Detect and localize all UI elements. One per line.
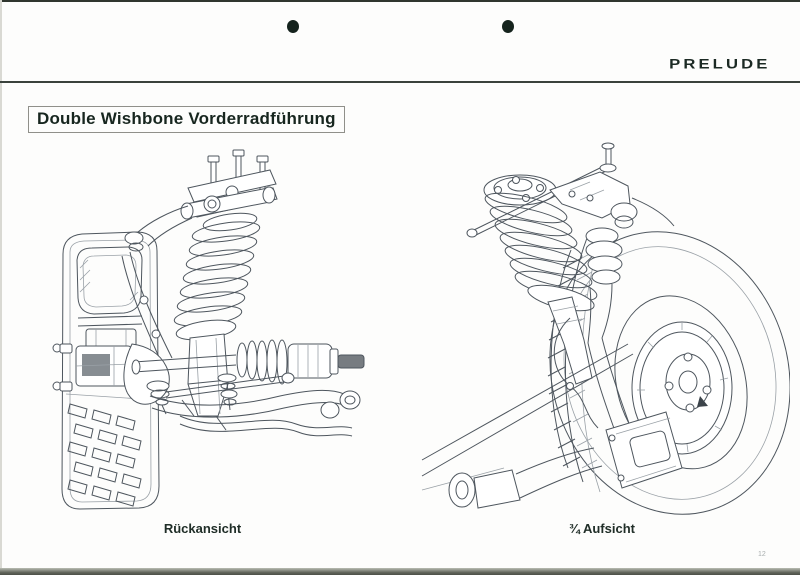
brake-disc-hub xyxy=(631,321,733,455)
illustration-three-quarter-view xyxy=(421,142,790,515)
left-edge-shadow xyxy=(0,0,2,575)
brake-caliper xyxy=(553,317,683,489)
caption-three-quarter-view: ¾ Aufsicht xyxy=(569,521,635,536)
prelude-logo: PRELUDE xyxy=(668,57,770,73)
page-number: 12 xyxy=(758,551,766,558)
bottom-edge-bar xyxy=(0,568,800,575)
binder-hole-icon xyxy=(287,20,299,33)
upper-control-arm xyxy=(466,142,675,238)
lower-control-arm xyxy=(149,372,361,437)
illustration-rear-view xyxy=(52,149,365,510)
upper-control-arm xyxy=(121,186,276,365)
coil-spring-strut xyxy=(173,212,261,431)
header-rule xyxy=(0,81,800,83)
tire-section xyxy=(61,231,160,510)
binder-hole-icon xyxy=(502,20,514,33)
driveshaft-cv-boot xyxy=(131,339,365,385)
coil-spring-strut xyxy=(483,174,598,385)
knuckle-and-boot xyxy=(585,227,631,435)
strut-top-mount xyxy=(187,149,278,218)
title-box: Double Wishbone Vorderradführung xyxy=(28,106,345,133)
top-edge-rule xyxy=(0,0,800,2)
hub-and-knuckle xyxy=(52,343,170,415)
page-title: Double Wishbone Vorderradführung xyxy=(37,109,336,128)
tire xyxy=(549,231,790,515)
lower-control-arm xyxy=(421,343,634,509)
caption-rear-view: Rückansicht xyxy=(163,521,242,536)
tire-tread xyxy=(547,227,605,493)
